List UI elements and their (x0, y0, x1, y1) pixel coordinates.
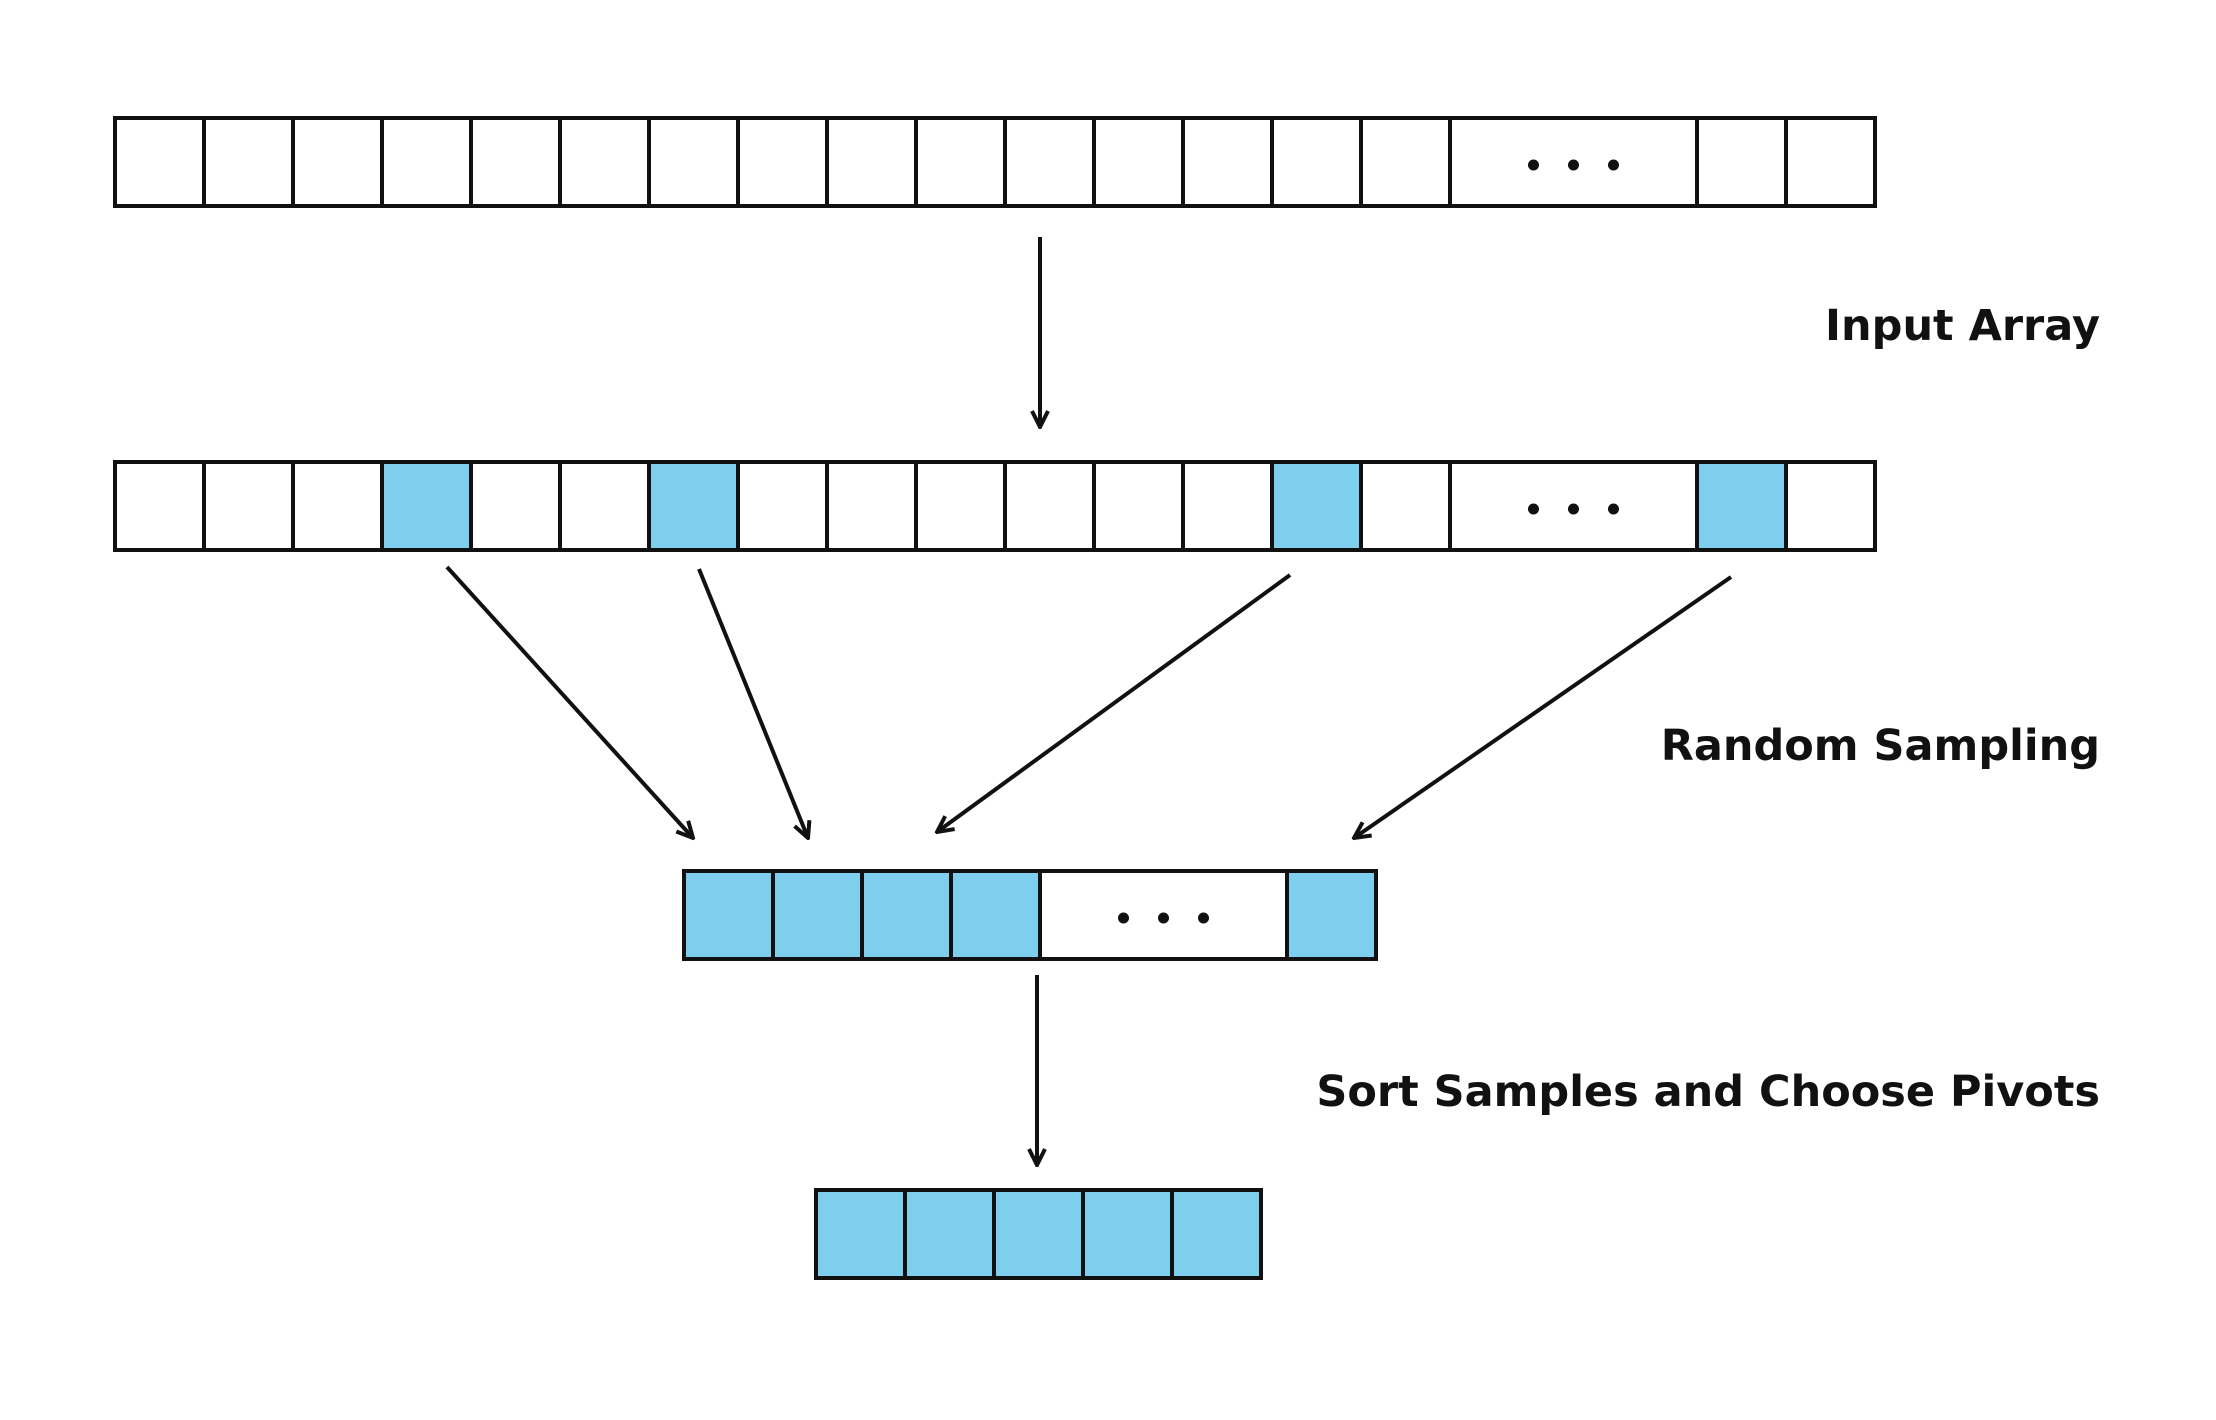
samples-array-cell (682, 869, 775, 961)
input-array-cell (202, 116, 295, 208)
ellipsis-dot (1608, 503, 1619, 515)
pivots-array-cell (1081, 1188, 1174, 1280)
pivots-array-row (814, 1188, 1263, 1280)
sampled-array-cell (469, 460, 562, 552)
input-array-cell (558, 116, 651, 208)
pivots-array-cell (992, 1188, 1085, 1280)
input-array-row (113, 116, 1877, 208)
input-array-cell (914, 116, 1007, 208)
sampled-array-cell (647, 460, 740, 552)
sampled-array-cell (736, 460, 829, 552)
samples-array-cell (949, 869, 1042, 961)
ellipsis-dot (1568, 503, 1579, 515)
arrow-sample-2-to-samples (697, 568, 808, 838)
input-array-label: Input Array (1825, 301, 2100, 351)
arrow-sample-3-to-samples (937, 573, 1292, 832)
ellipsis-dot (1158, 912, 1169, 924)
input-array-cell (380, 116, 473, 208)
pivots-array-cell (814, 1188, 907, 1280)
ellipsis-dot (1118, 912, 1129, 924)
pivots-array-cell (903, 1188, 996, 1280)
input-array-cell (469, 116, 562, 208)
sort-samples-label: Sort Samples and Choose Pivots (1316, 1067, 2100, 1117)
sampled-array-cell (1003, 460, 1096, 552)
sampled-array-cell (202, 460, 295, 552)
sampled-array-cell (1181, 460, 1274, 552)
ellipsis-dot (1198, 912, 1209, 924)
input-array-cell (825, 116, 918, 208)
sampled-array-cell (291, 460, 384, 552)
samples-array-cell (771, 869, 864, 961)
sampled-array-cell (914, 460, 1007, 552)
input-array-cell (1270, 116, 1363, 208)
input-array-cell (1003, 116, 1096, 208)
input-array-cell (736, 116, 829, 208)
input-array-cell (291, 116, 384, 208)
ellipsis-dot (1568, 159, 1579, 171)
sampled-array-cell (1695, 460, 1788, 552)
sampled-array-cell (1784, 460, 1877, 552)
input-array-cell (1695, 116, 1788, 208)
random-sampling-label: Random Sampling (1660, 721, 2100, 771)
sampled-array-cell (1359, 460, 1452, 552)
samples-array-row (682, 869, 1378, 961)
ellipsis-dot (1608, 159, 1619, 171)
pivots-array-cell (1170, 1188, 1263, 1280)
input-array-cell (1181, 116, 1274, 208)
samples-array-cell (860, 869, 953, 961)
arrow-sample-1-to-samples (445, 565, 693, 838)
sampled-array-cell (825, 460, 918, 552)
sampled-array-cell (113, 460, 206, 552)
sampled-array-cell (1092, 460, 1185, 552)
sampled-array-row (113, 460, 1877, 552)
input-array-cell (647, 116, 740, 208)
sampled-array-cell (558, 460, 651, 552)
ellipsis-dot (1528, 159, 1539, 171)
input-array-cell (1784, 116, 1877, 208)
samples-array-cell (1285, 869, 1378, 961)
arrow-sample-4-to-samples (1354, 575, 1733, 838)
input-array-cell (113, 116, 206, 208)
sampled-array-cell (380, 460, 473, 552)
sampled-array-cell (1270, 460, 1363, 552)
input-array-cell (1092, 116, 1185, 208)
input-array-cell (1359, 116, 1452, 208)
ellipsis-dot (1528, 503, 1539, 515)
